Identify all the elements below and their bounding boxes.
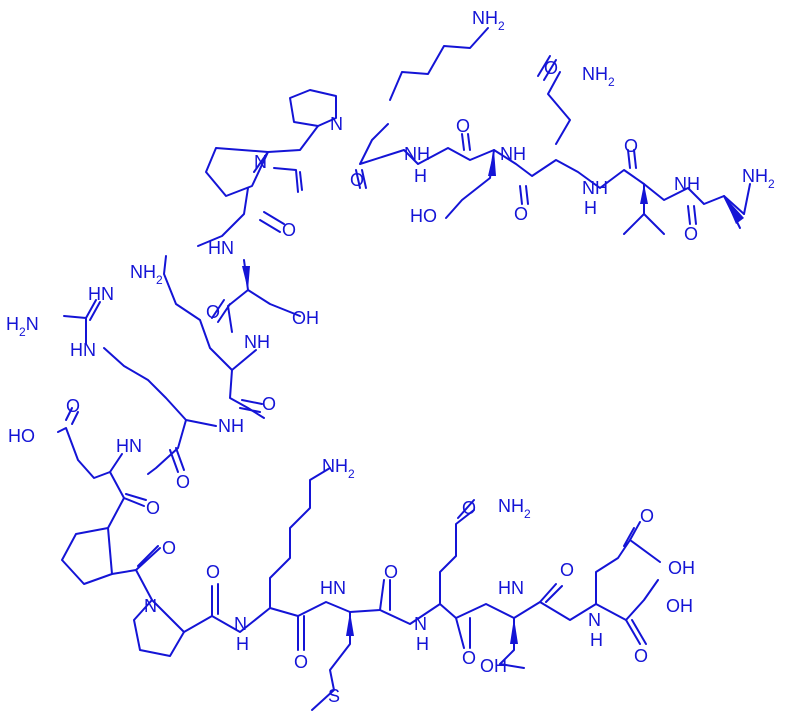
atom-nh2: NH2 [582,64,615,89]
atom-o: O [162,538,176,558]
bond-skeleton [57,27,751,711]
atom-h: H [236,634,249,654]
atom-o: O [176,472,190,492]
atom-h: H [416,634,429,654]
atom-o: O [282,220,296,240]
atom-h2n: H2N [6,314,39,339]
atom-n: N [588,610,601,630]
atom-s: S [328,686,340,706]
atom-nh: NH [582,178,608,198]
atom-nh: NH [674,174,700,194]
wedge-1 [488,150,496,176]
atom-o: O [350,170,364,190]
atom-nh: NH [218,416,244,436]
wedge-5 [346,612,354,636]
atom-h: H [590,630,603,650]
atom-hn: HN [116,436,142,456]
atom-o: O [146,498,160,518]
atom-n: N [144,596,157,616]
atom-hn: HN [88,284,114,304]
atom-o: O [624,136,638,156]
atom-o: O [456,116,470,136]
atom-o: O [206,302,220,322]
atom-o: O [544,58,558,78]
atom-oh: OH [292,308,319,328]
atom-hn: HN [208,238,234,258]
atom-hn: HN [498,578,524,598]
wedge-6 [510,618,518,644]
atom-nh2: NH2 [472,8,505,33]
atom-hn: HN [320,578,346,598]
wedge-3 [724,196,744,224]
atom-oh: OH [480,656,507,676]
atom-o: O [640,506,654,526]
atom-n: N [414,614,427,634]
atom-o: O [294,652,308,672]
atom-ho: HO [8,426,35,446]
atom-nh: NH [500,144,526,164]
atom-ho: HO [410,206,437,226]
atom-nh: NH [244,332,270,352]
atom-labels: NH2 O NH2 N O NH H NH O N O NH H NH NH2 … [6,8,775,706]
atom-o: O [384,562,398,582]
atom-n: N [330,114,343,134]
atom-h: H [414,166,427,186]
wedge-2 [640,184,648,204]
atom-o: O [462,648,476,668]
atom-o: O [262,394,276,414]
atom-o: O [560,560,574,580]
wedge-4 [242,266,250,290]
atom-o: O [66,396,80,416]
atom-o: O [634,646,648,666]
atom-nh2: NH2 [742,166,775,191]
atom-nh2: NH2 [322,456,355,481]
atom-hn: HN [70,340,96,360]
atom-o: O [462,498,476,518]
atom-o: O [684,224,698,244]
stereo-wedges [242,150,744,644]
atom-o: O [206,562,220,582]
atom-h: H [584,198,597,218]
atom-o: O [514,204,528,224]
atom-nh: NH [404,144,430,164]
atom-n: N [254,152,267,172]
atom-nh2: NH2 [130,262,163,287]
atom-nh2: NH2 [498,496,531,521]
atom-oh: OH [668,558,695,578]
atom-n: N [234,614,247,634]
atom-oh: OH [666,596,693,616]
